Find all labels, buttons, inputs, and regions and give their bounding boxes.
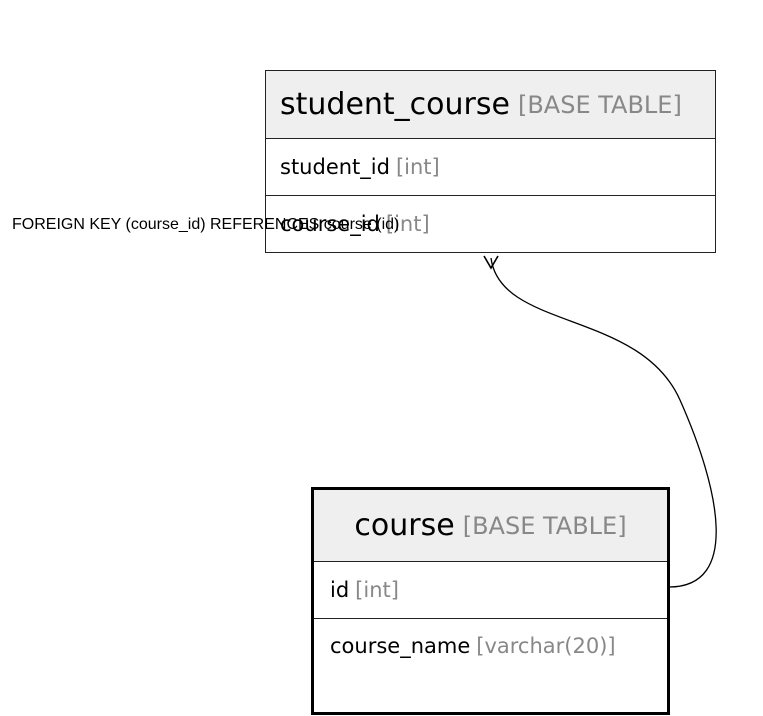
column-row-id[interactable]: id [int] [314,562,667,619]
column-name: course_id [280,212,380,236]
column-name: student_id [280,155,390,179]
column-row-student-id[interactable]: student_id [int] [266,139,715,196]
column-type: [int] [355,578,399,602]
table-type: [BASE TABLE] [462,511,627,540]
fk-edge-course-id [490,257,717,588]
table-type: [BASE TABLE] [517,90,682,119]
column-name: course_name [330,633,471,658]
table-header: course [BASE TABLE] [314,490,667,562]
column-name: id [330,578,350,602]
table-name: student_course [280,87,510,122]
table-name: course [354,508,455,543]
column-row-course-name[interactable]: course_name [varchar(20)] [314,619,667,672]
column-type: [varchar(20)] [476,633,616,658]
table-student-course[interactable]: student_course [BASE TABLE] student_id [… [265,70,716,253]
table-course[interactable]: course [BASE TABLE] id [int] course_name… [311,487,670,715]
column-row-course-id[interactable]: course_id [int] [266,196,715,252]
relationship-label: FOREIGN KEY (course_id) REFERENCES cours… [12,216,400,233]
column-type: [int] [385,212,430,236]
column-type: [int] [395,155,440,179]
table-header: student_course [BASE TABLE] [266,71,715,139]
crows-foot-icon [483,255,499,270]
